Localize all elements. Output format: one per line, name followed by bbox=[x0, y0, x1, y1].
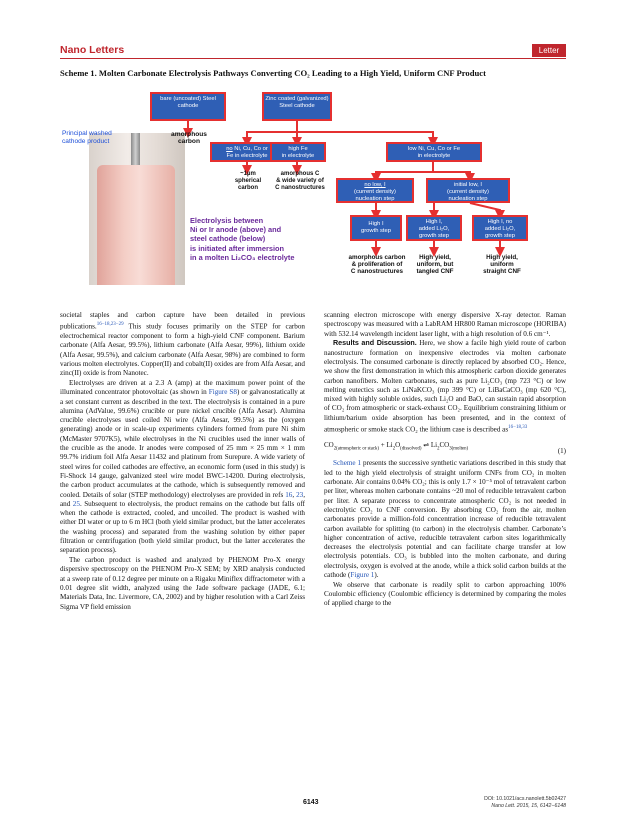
left-p2-sep-1: , bbox=[292, 490, 297, 499]
amorphous-wide-variety-label: amorphous C & wide variety of C nanostru… bbox=[275, 171, 325, 192]
scheme-title: Scheme 1. Molten Carbonate Electrolysis … bbox=[60, 68, 486, 78]
eq-co3-sub: 3(molten) bbox=[449, 446, 469, 452]
ref-23-link[interactable]: 23 bbox=[296, 490, 304, 499]
outcome-tangled-cnf: High yield, uniform, but tangled CNF bbox=[416, 254, 454, 276]
eq-co3: CO bbox=[439, 440, 450, 449]
scheme-1-link[interactable]: Scheme 1 bbox=[333, 459, 362, 468]
spherical-carbon-label: ~1µm spherical carbon bbox=[234, 171, 262, 192]
principal-product-label: Principal washed cathode product bbox=[62, 130, 112, 145]
citation-text: Nano Lett. 2015, 15, 6142−6148 bbox=[491, 802, 566, 809]
box-high-fe: high Fe in electrolyte bbox=[270, 142, 326, 162]
right-p3-end: ). bbox=[374, 570, 379, 579]
right-column: scanning electron microscope with energy… bbox=[324, 311, 566, 609]
box-no-metal-electrolyte: no Ni, Cu, Co or Fe in electrolyte bbox=[210, 142, 284, 162]
box-high-current-added-li2o: High I, added Li₂O, growth step bbox=[406, 215, 462, 241]
electrolysis-note: Electrolysis between Ni or Ir anode (abo… bbox=[190, 216, 295, 262]
box-high-current-growth: High I growth step bbox=[350, 215, 402, 241]
outcome-amorphous: amorphous carbon & proliferation of C na… bbox=[348, 254, 406, 276]
eq-arrow-li: ⇌ Li bbox=[421, 440, 438, 449]
left-p2-text-b: ) or galvanostatically at a set constant… bbox=[60, 388, 305, 499]
left-p1-refs[interactable]: 16−18,23−29 bbox=[96, 322, 124, 328]
eq-o-sub: (dissolved) bbox=[400, 446, 422, 452]
no-underline: no bbox=[226, 146, 233, 152]
right-p2-text: Here, we show a facile high yield route … bbox=[324, 339, 566, 434]
eq-li2-sub: 2 bbox=[437, 446, 440, 452]
scheme-arrows bbox=[183, 121, 505, 257]
left-p1-text-b: This study focuses primarily on the STEP… bbox=[60, 322, 305, 378]
left-p2-text-a: Electrolyses are driven at a 2.3 A (amp)… bbox=[60, 378, 305, 397]
right-paragraph-4: We observe that carbonate is readily spl… bbox=[324, 580, 566, 608]
box-no-low-current: no low, I(current density) nucleation st… bbox=[336, 178, 414, 203]
equation-number: (1) bbox=[557, 446, 566, 455]
header-rule bbox=[60, 58, 566, 60]
scheme-figure: bare (uncoated) Steel cathode Zinc coate… bbox=[0, 0, 625, 300]
cathode-rod bbox=[131, 133, 140, 167]
box-zinc-coated-cathode: Zinc coated (galvanized) Steel cathode bbox=[262, 92, 332, 121]
figure-s8-link[interactable]: Figure S8 bbox=[208, 388, 237, 397]
amorphous-carbon-label: amorphous carbon bbox=[171, 131, 207, 146]
right-p3-text: presents the successive synthetic variat… bbox=[324, 459, 566, 579]
left-paragraph-2: Electrolyses are driven at a 2.3 A (amp)… bbox=[60, 379, 305, 556]
right-p2-refs[interactable]: 16−18,33 bbox=[508, 425, 528, 431]
page-number: 6143 bbox=[303, 799, 319, 806]
box-bare-steel-cathode: bare (uncoated) Steel cathode bbox=[150, 92, 226, 121]
no-metal-text: Ni, Cu, Co or Fe in electrolyte bbox=[226, 146, 268, 159]
equation-1: CO2(atmospheric or stack) + Li2O(dissolv… bbox=[324, 440, 566, 455]
eq-li-sub: 2 bbox=[392, 446, 396, 452]
right-paragraph-3: Scheme 1 presents the successive synthet… bbox=[324, 459, 566, 580]
cathode-photo bbox=[89, 133, 185, 285]
journal-name: Nano Letters bbox=[60, 44, 125, 56]
eq-co2: CO bbox=[324, 440, 334, 449]
figure-1-link[interactable]: Figure 1 bbox=[350, 570, 375, 579]
box-high-current-no-li2o: High I, no added Li₂O, growth step bbox=[472, 215, 528, 241]
article-type-badge: Letter bbox=[532, 44, 566, 57]
eq-co2-sub: 2(atmospheric or stack) bbox=[333, 446, 380, 452]
left-paragraph-1: societal staples and carbon capture have… bbox=[60, 311, 305, 378]
right-paragraph-1: scanning electron microscope with energy… bbox=[324, 311, 566, 338]
no-low-underline: no low, I bbox=[364, 182, 386, 188]
left-column: societal staples and carbon capture have… bbox=[60, 311, 305, 612]
box-initial-low-current: initial low, I (current density) nucleat… bbox=[426, 178, 510, 203]
ref-25-link[interactable]: 25 bbox=[72, 499, 80, 508]
right-paragraph-2: Results and Discussion. Here, we show a … bbox=[324, 339, 566, 434]
results-heading: Results and Discussion. bbox=[333, 339, 417, 348]
left-p2-sep-2: , and bbox=[60, 490, 305, 508]
no-low-text: (current density) nucleation step bbox=[354, 189, 396, 202]
crucible-image bbox=[97, 165, 175, 285]
doi-text[interactable]: DOI: 10.1021/acs.nanolett.5b02427 bbox=[484, 796, 566, 802]
left-paragraph-3: The carbon product is washed and analyze… bbox=[60, 556, 305, 611]
footer-doi: DOI: 10.1021/acs.nanolett.5b02427 Nano L… bbox=[460, 796, 566, 809]
left-p2-text-c: . Subsequent to electrolysis, the produc… bbox=[60, 499, 305, 555]
outcome-straight-cnf: High yield, uniform straight CNF bbox=[483, 254, 521, 276]
eq-li: + Li bbox=[379, 440, 393, 449]
ref-16-link[interactable]: 16 bbox=[285, 490, 293, 499]
left-p1-text-a: societal staples and carbon capture have… bbox=[60, 311, 305, 331]
eq-o: O bbox=[395, 440, 401, 449]
box-low-metal-electrolyte: low Ni, Cu, Co or Fe in electrolyte bbox=[386, 142, 482, 162]
